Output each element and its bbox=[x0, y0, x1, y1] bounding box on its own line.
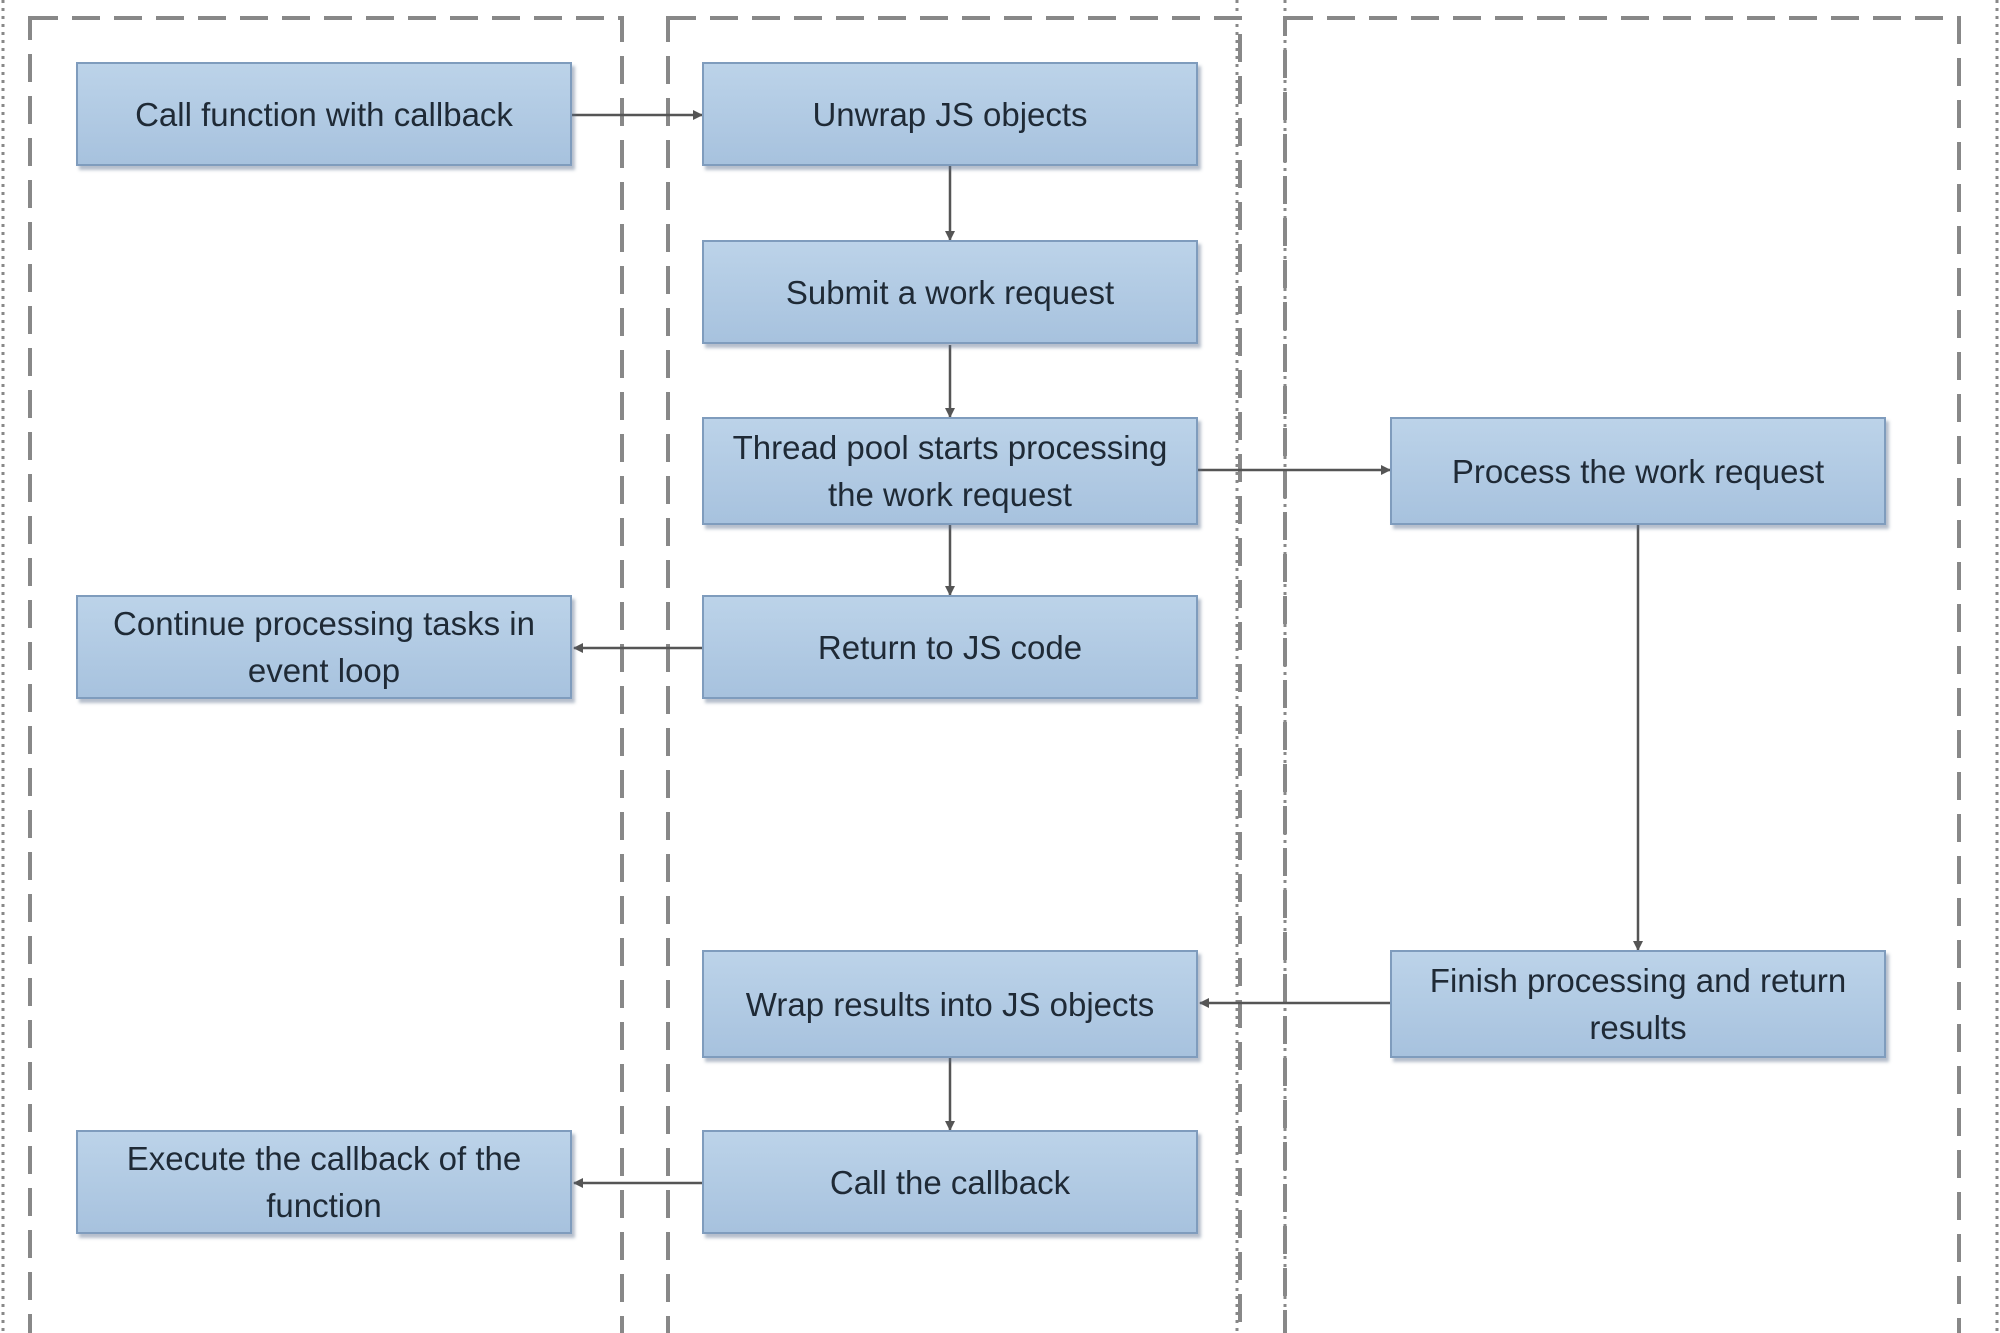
node-call-function-with-callback: Call function with callback bbox=[76, 62, 572, 166]
connectors bbox=[572, 110, 1643, 1188]
node-continue-event-loop: Continue processing tasks in event loop bbox=[76, 595, 572, 699]
lane-thread-pool bbox=[1283, 16, 1961, 1333]
node-finish-processing: Finish processing and return results bbox=[1390, 950, 1886, 1058]
node-call-the-callback: Call the callback bbox=[702, 1130, 1198, 1234]
lane-native-module bbox=[666, 16, 1242, 1333]
node-thread-pool-starts: Thread pool starts processing the work r… bbox=[702, 417, 1198, 525]
lane-event-loop bbox=[28, 16, 624, 1333]
node-unwrap-js-objects: Unwrap JS objects bbox=[702, 62, 1198, 166]
node-return-to-js-code: Return to JS code bbox=[702, 595, 1198, 699]
node-process-work-request: Process the work request bbox=[1390, 417, 1886, 525]
node-submit-work-request: Submit a work request bbox=[702, 240, 1198, 344]
node-execute-callback: Execute the callback of the function bbox=[76, 1130, 572, 1234]
node-wrap-results: Wrap results into JS objects bbox=[702, 950, 1198, 1058]
